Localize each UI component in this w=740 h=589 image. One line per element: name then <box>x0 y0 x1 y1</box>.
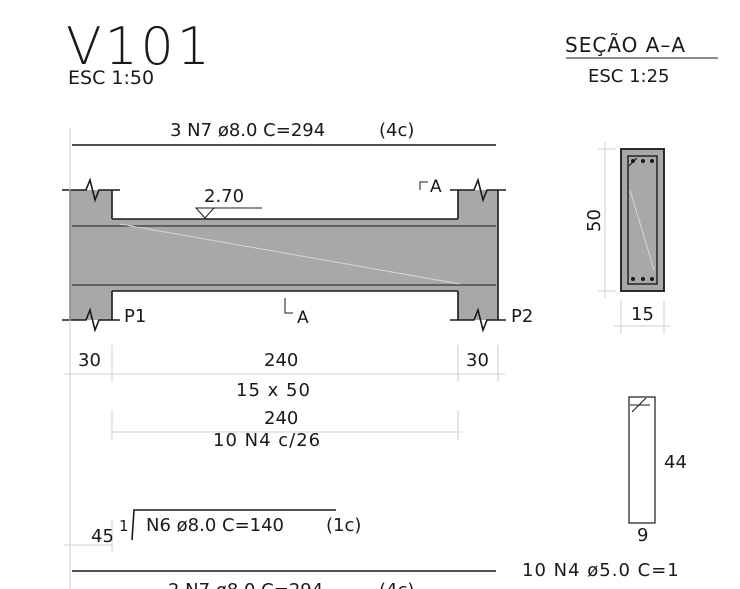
section-cut-top-icon <box>419 181 428 190</box>
section-width: 15 <box>631 304 654 325</box>
stirrup-rebar-label: 10 N4 ø5.0 C=1 <box>522 560 680 581</box>
level-triangle-icon <box>194 207 216 219</box>
stirrup-label: 10 N4 c/26 <box>213 430 321 451</box>
section-cut-top-label: A <box>430 177 442 197</box>
beam-elevation <box>62 177 506 333</box>
support-left-label: P1 <box>124 306 146 327</box>
stirrup-span: 240 <box>264 408 298 429</box>
bottom-rebar-label: 2 N7 ø8.0 C=294 <box>168 580 323 589</box>
section-height: 50 <box>584 209 605 232</box>
section-title: SEÇÃO A–A <box>565 33 686 57</box>
dim-span: 240 <box>264 350 298 371</box>
support-right-label: P2 <box>511 306 533 327</box>
stirrup-shape <box>628 396 656 524</box>
mid-rebar-line <box>131 509 336 541</box>
mid-rebar-prefix: 1 <box>119 517 129 535</box>
beam-title: V101 <box>66 17 213 77</box>
stirrup-width: 9 <box>637 525 648 546</box>
mid-rebar-label: N6 ø8.0 C=140 <box>146 515 284 536</box>
section-cut-bottom-icon <box>284 298 293 314</box>
mid-rebar-overlap: (1c) <box>326 515 361 536</box>
section-scale: ESC 1:25 <box>588 66 670 87</box>
cross-section <box>598 142 670 334</box>
dim-left: 30 <box>78 350 101 371</box>
dimension-lines <box>64 128 505 589</box>
beam-scale: ESC 1:50 <box>68 67 154 89</box>
mid-rebar-dim: 45 <box>91 526 114 547</box>
dim-right: 30 <box>466 350 489 371</box>
top-rebar-overlap: (4c) <box>379 120 414 141</box>
top-rebar-label: 3 N7 ø8.0 C=294 <box>170 120 325 141</box>
stirrup-height: 44 <box>664 452 687 473</box>
section-cut-bottom-label: A <box>297 308 309 328</box>
beam-body <box>70 219 498 291</box>
bottom-rebar-overlap: (4c) <box>379 580 414 589</box>
section-size: 15 x 50 <box>236 380 311 401</box>
level-label: 2.70 <box>204 186 244 207</box>
